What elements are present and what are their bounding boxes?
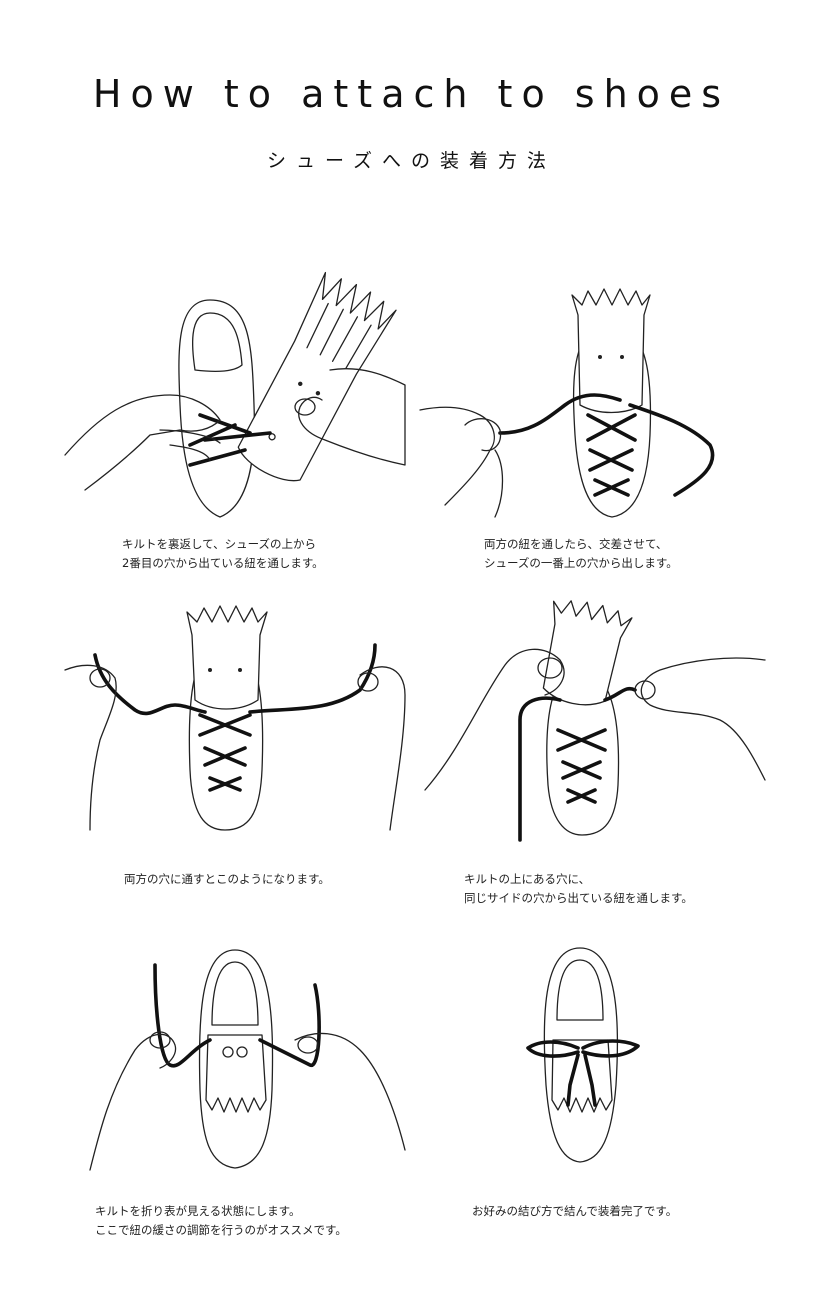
step-4-caption: キルトの上にある穴に、 同じサイドの穴から出ている紐を通します。 [464,870,693,908]
step-1-illustration: キルトを裏返して、シューズの上から 2番目の穴から出ている紐を通します。 [60,255,410,570]
step-1-drawing [64,271,406,518]
step-6-drawing [526,947,640,1163]
step-1-line-1: キルトを裏返して、シューズの上から [122,537,317,551]
step-6-caption: お好みの結び方で結んで装着完了です。 [472,1202,677,1221]
step-2-line-2: シューズの一番上の穴から出します。 [484,556,678,570]
step-5-line-1: キルトを折り表が見える状態にします。 [95,1204,301,1218]
step-2-line-1: 両方の紐を通したら、交差させて、 [484,537,668,551]
step-3-illustration: 両方の穴に通すとこのようになります。 [60,600,410,886]
page-subtitle: シューズへの装着方法 [266,150,557,172]
step-4-line-1: キルトの上にある穴に、 [464,872,591,886]
step-3-line-1: 両方の穴に通すとこのようになります。 [124,872,330,886]
page-title: How to attach to shoes [92,72,731,116]
step-5-drawing [89,949,406,1171]
step-5-illustration: キルトを折り表が見える状態にします。 ここで紐の緩さの調節を行うのがオススメです… [60,940,410,1237]
step-2-drawing [419,288,715,518]
step-4-line-2: 同じサイドの穴から出ている紐を通します。 [464,891,693,905]
step-2-caption: 両方の紐を通したら、交差させて、 シューズの一番上の穴から出します。 [484,535,678,573]
step-6-illustration: お好みの結び方で結んで装着完了です。 [420,940,770,1218]
step-4-drawing [424,600,766,842]
step-1-caption: キルトを裏返して、シューズの上から 2番目の穴から出ている紐を通します。 [122,535,324,573]
step-3-caption: 両方の穴に通すとこのようになります。 [124,870,330,889]
step-6-line-1: お好みの結び方で結んで装着完了です。 [472,1204,678,1218]
step-3-drawing [64,605,406,831]
step-5-caption: キルトを折り表が見える状態にします。 ここで紐の緩さの調節を行うのがオススメです… [95,1202,347,1240]
step-1-line-2: 2番目の穴から出ている紐を通します。 [122,556,324,570]
step-2-illustration: 両方の紐を通したら、交差させて、 シューズの一番上の穴から出します。 [419,255,770,570]
step-5-line-2: ここで紐の緩さの調節を行うのがオススメです。 [95,1223,347,1237]
step-4-illustration: キルトの上にある穴に、 同じサイドの穴から出ている紐を通します。 [420,600,770,905]
